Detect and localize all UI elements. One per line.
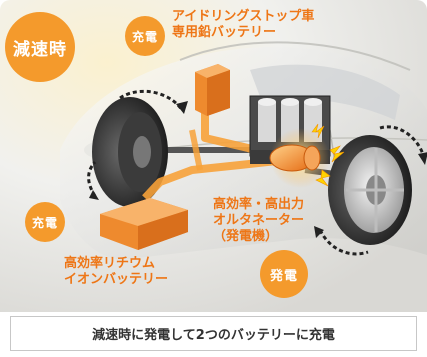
front-wheel [328, 135, 412, 245]
lithium-battery-label-line-1: 高効率リチウム [64, 256, 156, 271]
lithium-battery-label-line-2: イオンバッテリー [64, 272, 169, 287]
lead-battery-label-line-2: 専用鉛バッテリー [172, 25, 277, 40]
alternator-label-line-1: 高効率・高出力 [213, 197, 305, 212]
alternator-graphic [269, 144, 321, 172]
rear-wheel-rotation-arrowhead-top [176, 101, 188, 114]
front-wheel-rotation-arrow-bottom [318, 229, 369, 256]
rear-wheel-rotation-arrowhead-bottom [89, 190, 99, 200]
rear-wheel [92, 97, 168, 207]
spark-right [329, 145, 345, 163]
generate-badge: 発電 [260, 250, 308, 298]
drivetrain-illustration [0, 0, 427, 312]
flow-extra [189, 129, 203, 171]
lead-battery-graphic [195, 64, 230, 116]
front-wheel-rotation-arrow-top [379, 125, 426, 159]
front-wheel-rotation-arrowhead-top [418, 152, 427, 165]
front-wheel-rotation-arrowhead-bottom [314, 226, 324, 238]
lithium-battery-label: 高効率リチウム イオンバッテリー [64, 256, 168, 288]
charge-badge-lead: 充電 [125, 16, 165, 56]
car-window [250, 64, 400, 120]
lead-battery-label: アイドリングストップ車 専用鉛バッテリー [172, 9, 314, 41]
alternator-label-line-2: オルタネーター [213, 213, 305, 228]
alternator-label: 高効率・高出力 オルタネーター （発電機） [213, 197, 304, 245]
charge-badge-lithium: 充電 [25, 202, 65, 242]
caption-text: 減速時に発電して2つのバッテリーに充電 [92, 328, 335, 343]
mode-badge: 減速時 [5, 12, 75, 82]
spark-upper [311, 123, 325, 139]
spark-lower [315, 169, 331, 187]
lithium-battery-graphic [100, 198, 188, 250]
lead-battery-label-line-1: アイドリングストップ車 [172, 9, 315, 24]
alternator-label-line-3: （発電機） [213, 229, 279, 244]
caption-box: 減速時に発電して2つのバッテリーに充電 [10, 316, 417, 351]
rear-wheel-rotation-arrow-bottom [87, 161, 97, 197]
car-roofline [179, 41, 411, 71]
